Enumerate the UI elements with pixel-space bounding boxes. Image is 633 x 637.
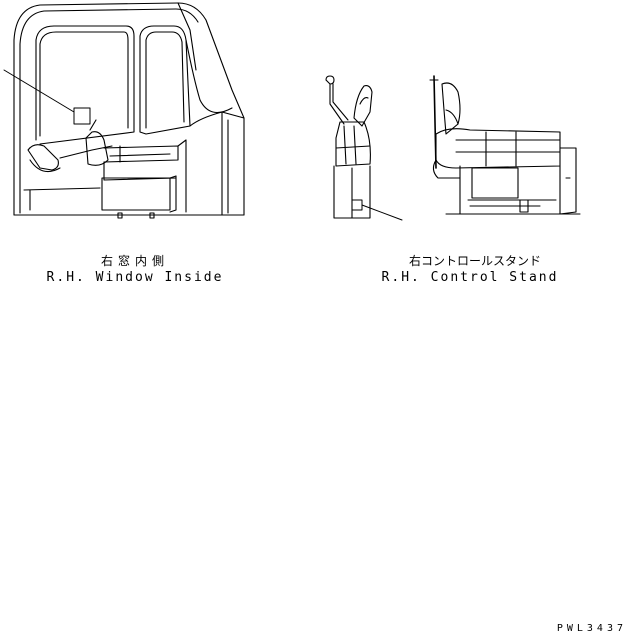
cab-drawing [3,2,245,219]
control-stand-side [429,75,581,215]
control-stand-front [325,75,403,221]
drawing-code: PWL3437 [556,623,627,634]
stand-caption-en: R.H. Control Stand [381,270,559,285]
stand-caption-jp: 右コントロールスタンド [408,254,541,268]
cab-caption-en: R.H. Window Inside [46,270,224,285]
cab-caption-jp: 右窓内側 [100,254,169,268]
